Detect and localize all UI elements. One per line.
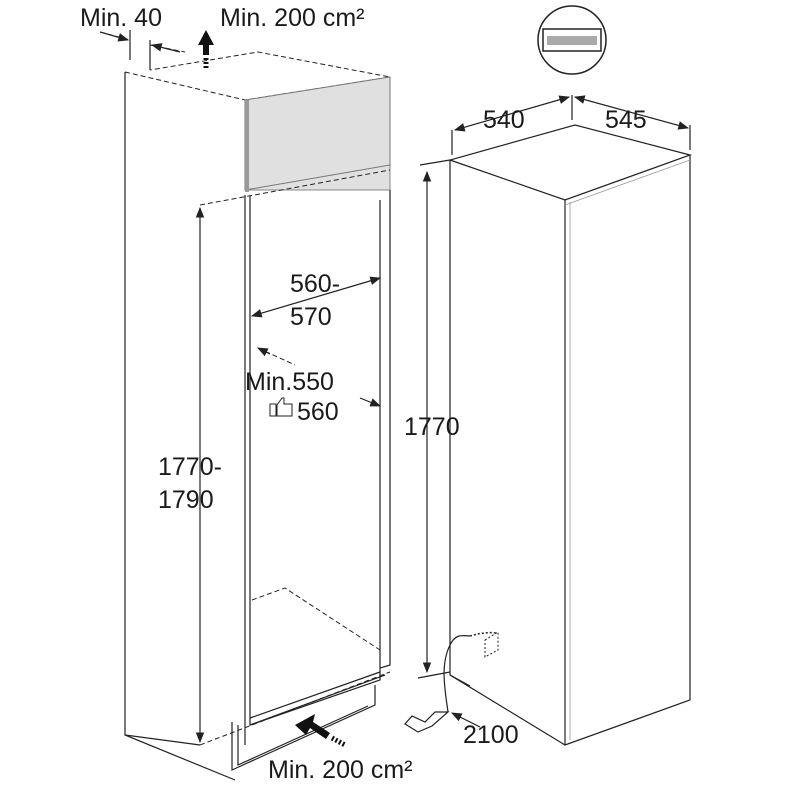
- niche-height-label-b: 1790: [158, 486, 214, 514]
- vent-arrow-icon: [198, 30, 347, 748]
- built-in-appliance-icon: [537, 5, 607, 75]
- plug-icon: [404, 711, 450, 733]
- niche-width-label-a: 560-: [290, 270, 340, 298]
- top-vent-label: Min. 200 cm²: [220, 4, 364, 32]
- niche-depth-min-label: Min.550: [245, 368, 334, 396]
- appliance-depth-label: 545: [605, 106, 647, 134]
- top-gap-label: Min. 40: [80, 4, 162, 32]
- cable-length-label: 2100: [463, 721, 519, 749]
- niche-dimensions: [99, 30, 382, 744]
- appliance-width-label: 540: [483, 106, 525, 134]
- socket-icon: [484, 631, 499, 658]
- appliance: [404, 95, 693, 746]
- appliance-height-label: 1770: [404, 413, 460, 441]
- niche-cabinet: [124, 51, 391, 781]
- niche-width-label-b: 570: [290, 303, 332, 331]
- bottom-vent-label: Min. 200 cm²: [268, 756, 412, 784]
- thumbs-up-icon: [269, 397, 293, 417]
- niche-height-label-a: 1770-: [158, 453, 222, 481]
- niche-depth-recommended-label: 560: [297, 398, 339, 426]
